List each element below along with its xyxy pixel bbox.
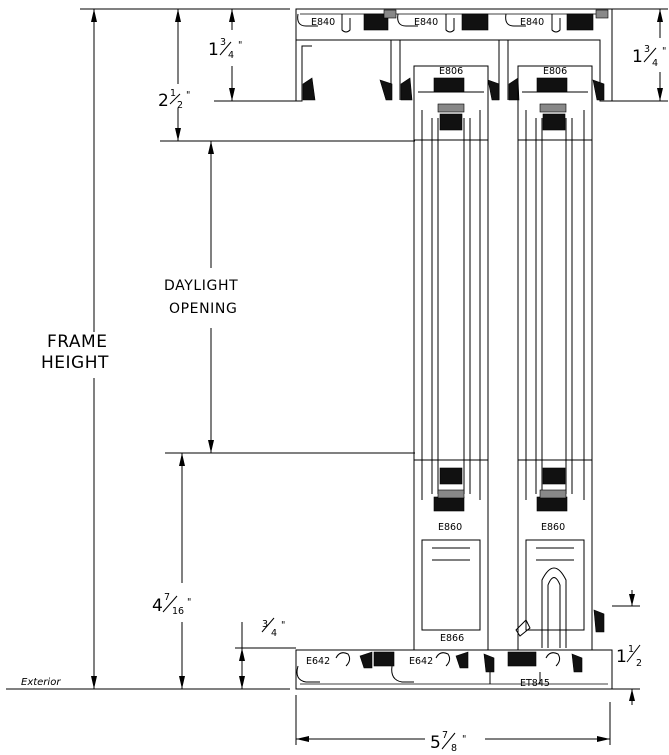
top-inner-dimension: 1 3 4 " <box>208 9 296 102</box>
frame-height-label-line1: FRAME <box>47 332 107 352</box>
frame-height-dimension: FRAME HEIGHT <box>41 8 290 690</box>
bottom-small-den: 4 <box>271 628 277 639</box>
top-outer-unit: " <box>186 90 190 101</box>
overall-width-dimension: 5 7 8 " <box>295 695 611 754</box>
bottom-rails: E860 E860 <box>413 459 593 651</box>
bottom-big-dimension: 4 7 16 " <box>152 453 191 689</box>
bottom-small-unit: " <box>281 620 285 631</box>
top-outer-num: 1 <box>170 88 176 99</box>
top-right-den: 4 <box>652 58 658 69</box>
part-head-1: E840 <box>311 17 335 28</box>
overall-width-whole: 5 <box>430 733 441 753</box>
bottom-right-den: 2 <box>636 658 642 669</box>
part-bottom-rail-1: E860 <box>438 522 462 533</box>
exterior-label: Exterior <box>21 677 61 688</box>
part-sill-center: E866 <box>440 633 464 644</box>
part-top-rail-1: E806 <box>439 66 463 77</box>
top-right-dimension: 1 3 4 " <box>612 8 668 102</box>
part-top-rail-2: E806 <box>543 66 567 77</box>
head-frame: E840 E840 E840 <box>295 8 613 102</box>
bottom-big-whole: 4 <box>152 596 163 616</box>
top-inner-den: 4 <box>228 50 234 61</box>
bottom-small-dimension: 3 4 " <box>235 617 296 689</box>
sash-panels <box>413 101 593 506</box>
bottom-small-num: 3 <box>262 619 268 630</box>
bottom-right-dimension: 1 1 2 <box>612 590 642 705</box>
overall-width-num: 7 <box>442 730 448 741</box>
top-outer-dimension: 2 1 2 " <box>158 9 415 142</box>
top-right-num: 3 <box>644 44 650 55</box>
daylight-label-line1: DAYLIGHT <box>164 278 238 294</box>
top-outer-den: 2 <box>177 100 183 111</box>
bottom-big-den: 16 <box>172 606 184 617</box>
top-right-unit: " <box>662 46 666 57</box>
part-head-2: E840 <box>414 17 438 28</box>
bottom-big-unit: " <box>187 597 191 608</box>
top-right-whole: 1 <box>632 47 643 67</box>
top-outer-whole: 2 <box>158 91 169 111</box>
bottom-right-whole: 1 <box>616 647 627 667</box>
bottom-right-num: 1 <box>628 644 634 655</box>
part-sill-2: E642 <box>409 656 433 667</box>
bottom-big-num: 7 <box>164 592 170 603</box>
sill-frame: E642 E642 E866 ET845 <box>295 609 613 690</box>
part-head-3: E840 <box>520 17 544 28</box>
daylight-label-line2: OPENING <box>169 301 237 317</box>
overall-width-unit: " <box>462 734 466 745</box>
frame-height-label-line2: HEIGHT <box>41 353 109 373</box>
part-sill-1: E642 <box>306 656 330 667</box>
top-inner-whole: 1 <box>208 40 219 60</box>
top-inner-num: 3 <box>220 37 226 48</box>
overall-width-den: 8 <box>451 743 457 754</box>
part-bottom-rail-2: E860 <box>541 522 565 533</box>
exterior-label-group: Exterior <box>6 677 80 690</box>
daylight-opening-dimension: DAYLIGHT OPENING <box>164 141 415 454</box>
part-track: ET845 <box>520 678 550 689</box>
top-inner-unit: " <box>238 40 242 51</box>
